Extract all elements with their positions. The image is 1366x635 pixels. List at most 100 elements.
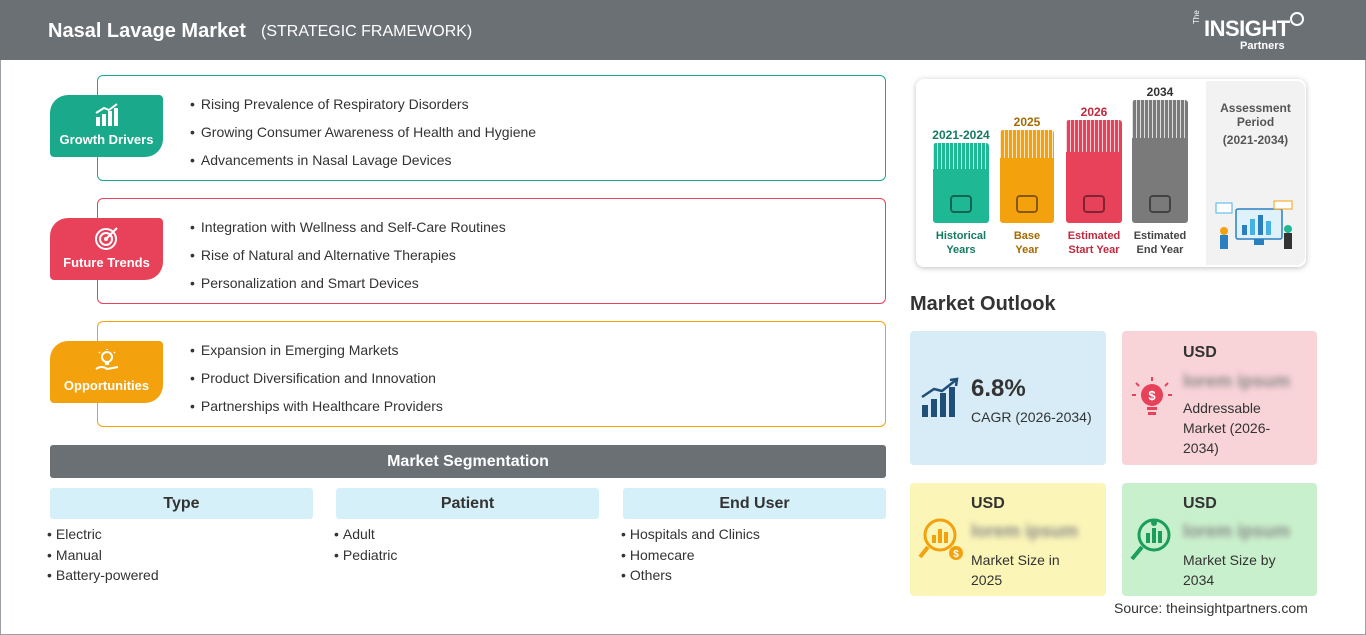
list-item: Rising Prevalence of Respiratory Disorde… [190,96,536,124]
size-2034-value-blurred: lorem ipsum [1183,521,1291,541]
list-item: Battery-powered [47,567,159,588]
analytics-dashboard-icon [1215,200,1293,249]
history-icon [950,195,972,213]
start-flag-icon [1083,195,1105,213]
addressable-label: Addressable Market (2026- 2034) [1183,398,1270,458]
timeline-bar-stripes [1000,130,1054,158]
timeline-bar-stripes [1132,100,1188,138]
cagr-chart-icon [921,377,959,417]
svg-text:$: $ [1148,388,1156,403]
list-item: Pediatric [334,547,397,568]
opportunities-list: Expansion in Emerging Markets Product Di… [190,342,443,426]
lightbulb-hand-icon [95,349,119,371]
growth-drivers-card: Rising Prevalence of Respiratory Disorde… [97,75,886,181]
list-item: Others [621,567,760,588]
assessment-title-line-1: Assessment [1220,101,1291,115]
timeline-caption-line-2: Start Year [1068,244,1120,256]
list-item: Advancements in Nasal Lavage Devices [190,152,536,180]
size-2034-label-line-2: 2034 [1183,572,1215,588]
size-2025-label-line-2: 2025 [971,572,1003,588]
target-icon [95,227,118,250]
page-title: Nasal Lavage Market [48,20,246,42]
company-logo[interactable]: The INSIGHT Partners [1192,10,1312,54]
opportunities-card: Expansion in Emerging Markets Product Di… [97,321,886,427]
calendar-icon [1016,195,1038,213]
assessment-period-range: (2021-2034) [1222,133,1289,147]
timeline-caption-line-1: Historical [935,230,987,242]
list-item: Product Diversification and Innovation [190,370,443,398]
opportunities-badge: Opportunities [50,341,163,403]
future-trends-badge: Future Trends [50,218,163,280]
timeline-caption-line-2: Year [1015,244,1039,256]
logo-partners: Partners [1240,40,1285,52]
size-2034-label: Market Size by 2034 [1183,550,1276,590]
page-subtitle: (STRATEGIC FRAMEWORK) [261,23,473,40]
timeline-caption-line-1: Base [1013,230,1041,242]
list-item: Adult [334,526,397,547]
segment-list-end-user: Hospitals and Clinics Homecare Others [621,526,760,588]
logo-the: The [1192,10,1201,24]
timeline-bar-2 [1066,120,1122,223]
list-item: Electric [47,526,159,547]
list-item: Hospitals and Clinics [621,526,760,547]
future-trends-list: Integration with Wellness and Self-Care … [190,219,506,303]
segment-header-patient: Patient [336,488,599,519]
addressable-value-blurred: lorem ipsum [1183,371,1291,391]
size-2025-currency: USD [971,495,1005,512]
cagr-label: CAGR (2026-2034) [971,409,1092,425]
opportunities-label: Opportunities [63,378,150,393]
timeline-bar-0 [933,143,989,223]
timeline-bar-stripes [1066,120,1122,152]
growth-chart-icon [95,103,118,126]
list-item: Expansion in Emerging Markets [190,342,443,370]
list-item: Rise of Natural and Alternative Therapie… [190,247,506,275]
list-item: Partnerships with Healthcare Providers [190,398,443,426]
assessment-title: Assessment Period [1206,101,1305,129]
market-outlook-title: Market Outlook [910,293,1056,315]
list-item: Integration with Wellness and Self-Care … [190,219,506,247]
timeline-bar-stripes [933,143,989,169]
timeline-bar-1 [1000,130,1054,223]
dollar-lightbulb-icon: $ [1132,377,1172,415]
source-credit: Source: theinsightpartners.com [1114,600,1308,616]
logo-ring-icon [1290,12,1304,26]
timeline-caption-line-2: End Year [1136,244,1184,256]
addressable-label-line-3: 2034) [1183,440,1219,456]
addressable-label-line-2: Market (2026- [1183,420,1271,436]
segment-list-patient: Adult Pediatric [334,526,397,567]
cagr-value: 6.8% [971,375,1026,402]
timeline-bar-3 [1132,100,1188,223]
end-monitor-icon [1149,195,1171,213]
market-size-2025-tile: $ USD lorem ipsum Market Size in 2025 [910,483,1106,596]
logo-insight: INSIGHT [1204,16,1290,41]
addressable-currency: USD [1183,344,1217,361]
header: Nasal Lavage Market (STRATEGIC FRAMEWORK… [0,0,1366,60]
timeline-year-label: 2021-2024 [932,128,990,142]
size-2034-label-line-1: Market Size by [1183,552,1276,568]
future-trends-card: Integration with Wellness and Self-Care … [97,198,886,304]
addressable-market-tile: $ USD lorem ipsum Addressable Market (20… [1122,331,1317,465]
growth-drivers-badge: Growth Drivers [50,95,163,157]
timeline-year-label: 2026 [1080,105,1108,119]
future-trends-label: Future Trends [63,255,150,270]
growth-drivers-list: Rising Prevalence of Respiratory Disorde… [190,96,536,180]
size-2034-currency: USD [1183,495,1217,512]
market-growth-magnifier-icon [1130,518,1171,561]
market-size-2034-tile: USD lorem ipsum Market Size by 2034 [1122,483,1317,596]
addressable-label-line-1: Addressable [1183,400,1261,416]
list-item: Homecare [621,547,760,568]
market-segmentation-bar: Market Segmentation [50,445,886,478]
timeline-caption-line-2: Years [946,244,976,256]
size-2025-label: Market Size in 2025 [971,550,1060,590]
timeline-caption-line-1: Estimated [1067,230,1121,242]
growth-drivers-label: Growth Drivers [59,132,154,147]
list-item: Growing Consumer Awareness of Health and… [190,124,536,152]
timeline-caption-line-1: Estimated [1133,230,1187,242]
list-item: Personalization and Smart Devices [190,275,506,303]
market-size-magnifier-icon: $ [918,518,963,560]
list-item: Manual [47,547,159,568]
svg-text:$: $ [953,549,959,560]
